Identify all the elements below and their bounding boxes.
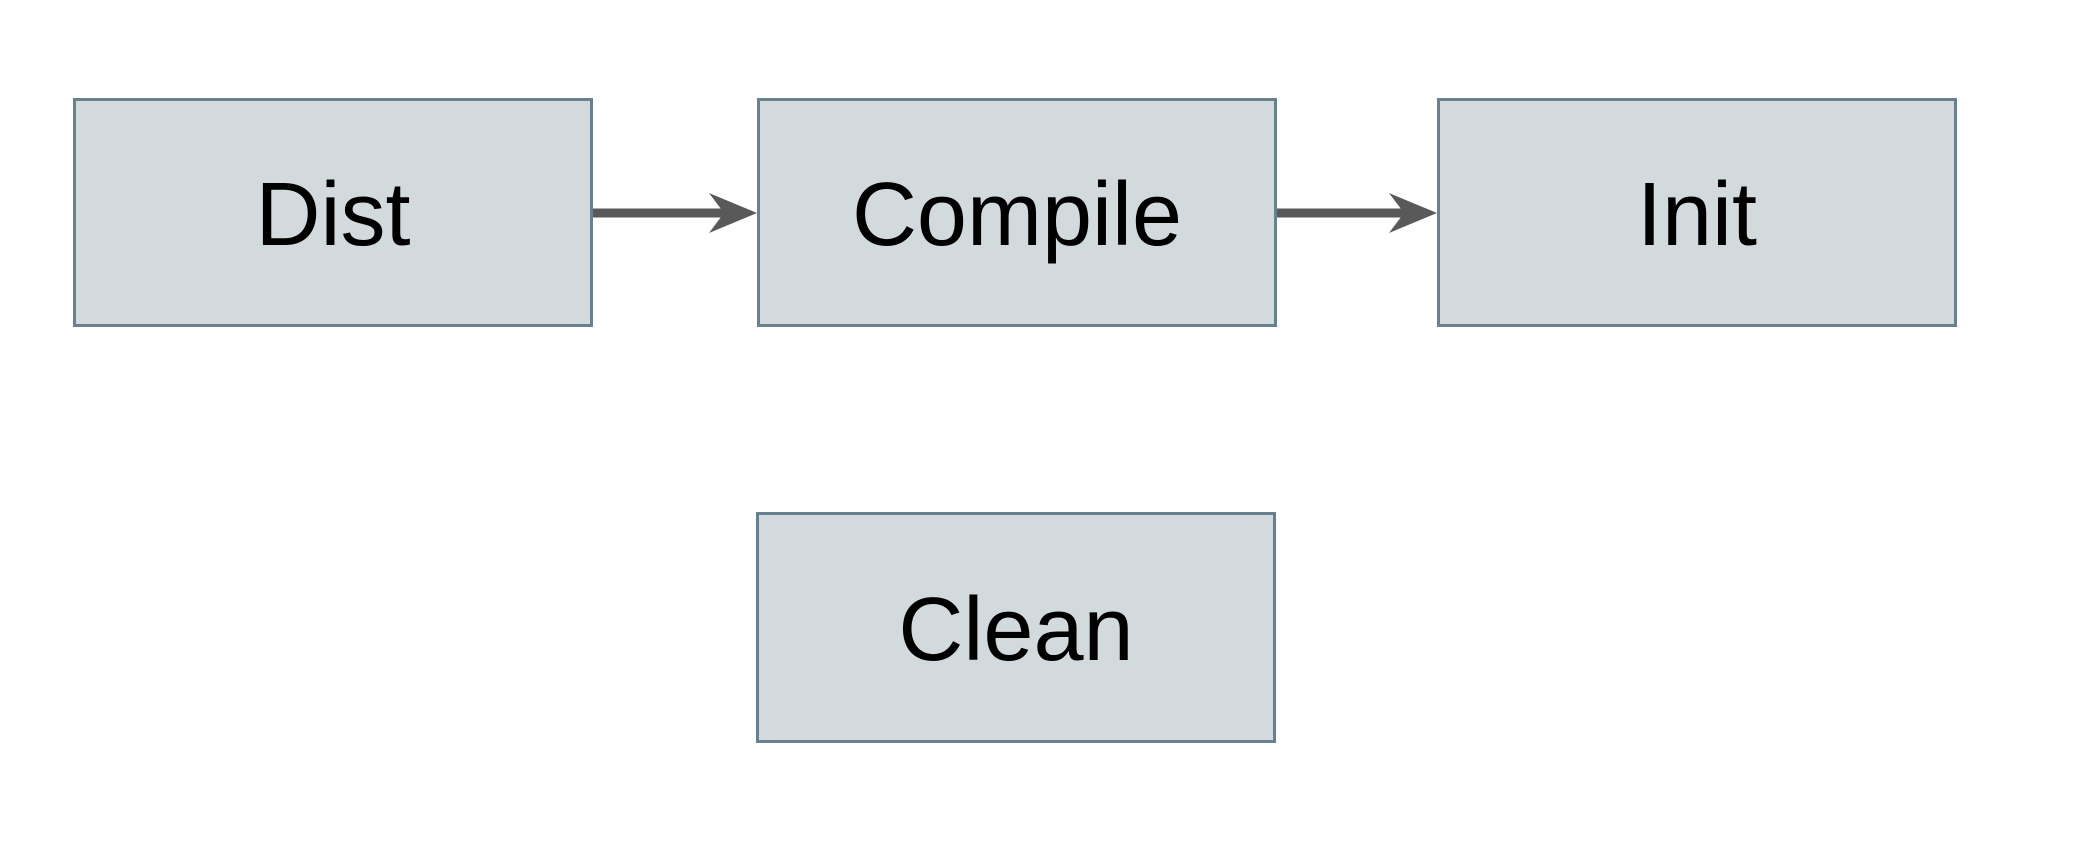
arrow-compile-to-init [1277, 193, 1437, 233]
node-init-label: Init [1636, 164, 1758, 265]
arrow-dist-to-compile [593, 193, 757, 233]
node-dist: Dist [73, 98, 593, 327]
node-compile: Compile [757, 98, 1277, 327]
node-clean-label: Clean [898, 579, 1134, 680]
node-compile-label: Compile [851, 164, 1183, 265]
arrow-head-icon [1389, 193, 1437, 233]
arrow-head-icon [709, 193, 757, 233]
node-dist-label: Dist [255, 164, 411, 265]
node-init: Init [1437, 98, 1957, 327]
node-clean: Clean [756, 512, 1276, 743]
